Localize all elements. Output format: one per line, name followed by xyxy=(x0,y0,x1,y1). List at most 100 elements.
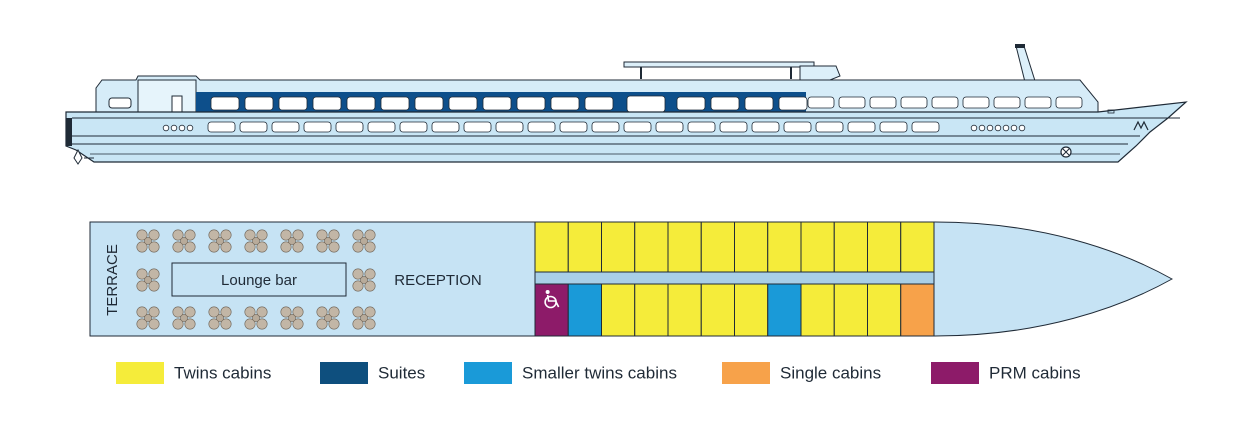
upper-window xyxy=(312,96,342,111)
seating-cluster xyxy=(280,229,304,253)
porthole xyxy=(970,124,978,132)
legend-item-smaller-twins: Smaller twins cabins xyxy=(464,362,677,384)
seating-cluster xyxy=(244,229,268,253)
legend-swatch xyxy=(320,362,368,384)
reception-label: RECEPTION xyxy=(394,272,482,289)
lower-window xyxy=(207,121,236,133)
lower-window xyxy=(847,121,876,133)
upper-window xyxy=(869,96,897,109)
sun-deck-canopy xyxy=(623,61,841,81)
cabin-twins xyxy=(734,283,769,337)
porthole xyxy=(186,124,194,132)
cabin-twins xyxy=(833,283,868,337)
cabin-smaller-twins xyxy=(767,283,802,337)
cabin-twins xyxy=(867,221,902,273)
upper-window xyxy=(900,96,928,109)
legend-label: Twins cabins xyxy=(174,363,271,382)
lower-window xyxy=(623,121,652,133)
lower-window xyxy=(495,121,524,133)
seating-cluster xyxy=(208,306,232,330)
legend-label: PRM cabins xyxy=(989,363,1081,382)
cabins-bottom-row xyxy=(534,283,935,337)
cabin-twins xyxy=(833,221,868,273)
upper-window xyxy=(778,96,808,111)
legend-item-prm: PRM cabins xyxy=(931,362,1081,384)
legend: Twins cabins Suites Smaller twins cabins Si… xyxy=(116,362,1081,384)
upper-window xyxy=(584,96,614,111)
upper-window xyxy=(744,96,774,111)
lower-deck-windows xyxy=(207,121,940,133)
lower-window xyxy=(815,121,844,133)
porthole xyxy=(994,124,1002,132)
propeller-icon xyxy=(73,148,94,165)
legend-label: Suites xyxy=(378,363,425,382)
lower-window xyxy=(463,121,492,133)
upper-window xyxy=(210,96,240,111)
upper-window xyxy=(962,96,990,109)
lower-window xyxy=(271,121,300,133)
upper-window xyxy=(807,96,835,109)
anchor-icon xyxy=(1060,146,1072,158)
seating-cluster xyxy=(352,306,376,330)
porthole xyxy=(978,124,986,132)
porthole xyxy=(1018,124,1026,132)
cabin-twins xyxy=(700,221,735,273)
upper-window xyxy=(414,96,444,111)
upper-window xyxy=(380,96,410,111)
cabin-twins xyxy=(634,221,669,273)
deck-plan: TERRACE Lounge bar RECEPTION xyxy=(89,221,1174,337)
upper-window xyxy=(676,96,706,111)
porthole xyxy=(986,124,994,132)
upper-window xyxy=(482,96,512,111)
seating-cluster xyxy=(136,229,160,253)
porthole xyxy=(162,124,170,132)
upper-deck-windows xyxy=(210,95,1083,113)
seating-cluster xyxy=(208,229,232,253)
lower-window xyxy=(335,121,364,133)
lower-window xyxy=(303,121,332,133)
upper-window xyxy=(710,96,740,111)
cabin-twins xyxy=(601,283,636,337)
lounge-seating xyxy=(136,229,376,330)
bow-logo-icon xyxy=(1107,109,1149,131)
lower-window xyxy=(527,121,556,133)
legend-swatch xyxy=(722,362,770,384)
cabin-twins xyxy=(800,221,835,273)
lower-window xyxy=(239,121,268,133)
upper-window xyxy=(1055,96,1083,109)
cabin-twins xyxy=(567,221,602,273)
cabin-twins xyxy=(667,283,702,337)
lounge-bar-label: Lounge bar xyxy=(221,272,297,289)
legend-item-single: Single cabins xyxy=(722,362,881,384)
upper-window xyxy=(626,95,666,113)
cabin-twins xyxy=(767,221,802,273)
cabin-twins xyxy=(800,283,835,337)
lower-window xyxy=(591,121,620,133)
cabin-twins xyxy=(867,283,902,337)
upper-window xyxy=(278,96,308,111)
cabin-twins xyxy=(667,221,702,273)
porthole xyxy=(178,124,186,132)
seating-cluster xyxy=(172,306,196,330)
seating-cluster xyxy=(280,306,304,330)
wheelhouse-window xyxy=(108,97,132,109)
seating-cluster xyxy=(172,229,196,253)
upper-window xyxy=(448,96,478,111)
cabin-prm xyxy=(534,283,569,337)
upper-window xyxy=(838,96,866,109)
stern-plate xyxy=(66,118,72,146)
lower-window xyxy=(783,121,812,133)
cabin-twins xyxy=(734,221,769,273)
upper-window xyxy=(931,96,959,109)
porthole xyxy=(1002,124,1010,132)
cabins-top-row xyxy=(534,221,935,273)
legend-swatch xyxy=(116,362,164,384)
cabin-twins xyxy=(900,221,935,273)
cabin-smaller-twins xyxy=(567,283,602,337)
legend-item-twins: Twins cabins xyxy=(116,362,271,384)
lower-window xyxy=(431,121,460,133)
wheelhouse-door xyxy=(171,95,183,113)
seating-cluster xyxy=(352,268,376,292)
seating-cluster xyxy=(316,229,340,253)
